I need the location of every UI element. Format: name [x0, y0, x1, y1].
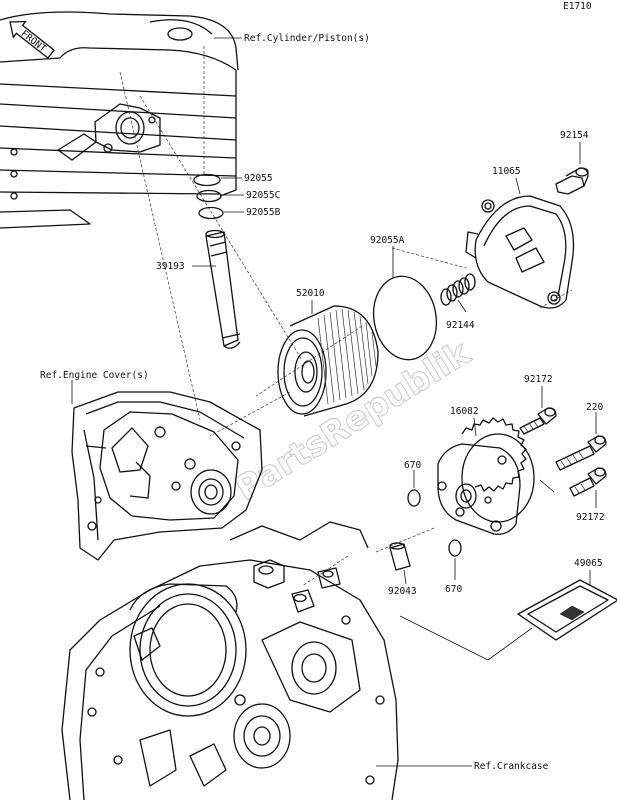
spring-92144 [440, 273, 476, 306]
engine-cover-illustration [71, 391, 263, 561]
bolt-92172-top [519, 407, 557, 435]
ref-crankcase-label: Ref.Crankcase [474, 761, 549, 772]
o-ring-670-right [448, 539, 462, 557]
o-ring-92055 [193, 173, 221, 187]
part-670-right-label: 670 [445, 584, 462, 595]
part-52010-label: 52010 [296, 288, 325, 299]
part-220-label: 220 [586, 402, 603, 413]
bolt-220 [555, 435, 607, 471]
crankcase-illustration [61, 521, 399, 800]
ref-engine-cover-label: Ref.Engine Cover(s) [40, 370, 149, 381]
o-ring-92055b [198, 206, 224, 220]
filter-cover-11065 [465, 195, 575, 309]
alignment-guides [119, 46, 573, 587]
part-92144-label: 92144 [446, 320, 475, 331]
oil-pump-16082 [437, 417, 535, 535]
part-92055b-label: 92055B [246, 207, 281, 218]
front-arrow-icon: FRONT [9, 20, 55, 59]
o-ring-92055c [196, 189, 222, 203]
part-39193-label: 39193 [156, 261, 185, 272]
bolt-92154 [555, 167, 589, 195]
o-ring-92055a [372, 275, 438, 361]
diagram-code: E1710 [563, 1, 592, 12]
oil-filter-52010 [277, 305, 379, 417]
cylinder-illustration [0, 11, 239, 229]
part-92055-label: 92055 [244, 173, 273, 184]
front-label: FRONT [19, 28, 49, 54]
part-92055a-label: 92055A [370, 235, 405, 246]
part-92154-label: 92154 [560, 130, 589, 141]
part-670-left-label: 670 [404, 460, 421, 471]
o-ring-670-left [407, 489, 421, 507]
dowel-pin-92043 [389, 542, 411, 571]
part-92172-top-label: 92172 [524, 374, 553, 385]
part-92043-label: 92043 [388, 586, 417, 597]
part-11065-label: 11065 [492, 166, 521, 177]
bolt-92172-bottom [569, 467, 607, 497]
gasket-49065 [517, 579, 617, 641]
oil-pipe-39193 [205, 229, 241, 349]
part-92055c-label: 92055C [246, 190, 280, 201]
part-16082-label: 16082 [450, 406, 479, 417]
part-92172-bottom-label: 92172 [576, 512, 605, 523]
ref-cylinder-label: Ref.Cylinder/Piston(s) [244, 33, 370, 44]
part-49065-label: 49065 [574, 558, 603, 569]
